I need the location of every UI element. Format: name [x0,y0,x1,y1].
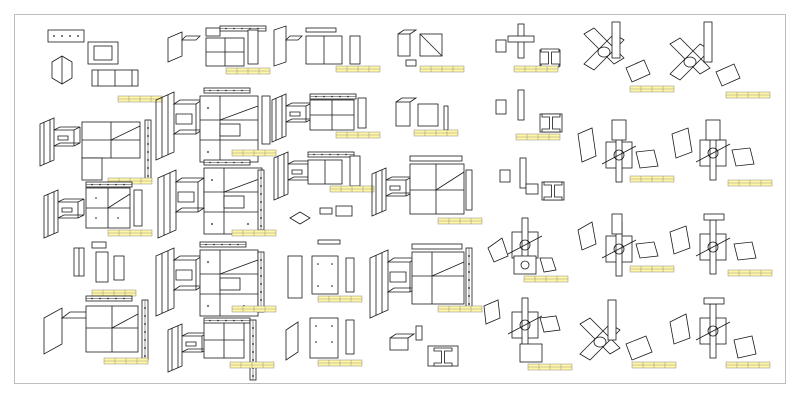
beam-column-flange-detail [39,117,153,185]
moment-connection [577,119,675,183]
pipe-node-detail [669,213,773,277]
column-web-detail [273,25,381,73]
pipe-node-detail [483,297,573,371]
pipe-node-detail [669,297,771,369]
beam-column-flange-detail [43,295,149,365]
moment-connection-large [157,159,277,239]
pipe-joint-detail [495,23,561,73]
moment-connection-large [371,155,483,225]
column-base-detail [47,29,163,103]
splice-plate-detail [285,317,363,367]
pipe-joint-detail [495,89,563,141]
moment-connection [167,317,275,381]
moment-connection [671,119,773,187]
column-web-detail [73,241,137,297]
moment-connection-large [155,241,277,317]
beam-splice-detail [167,25,271,75]
pipe-node-detail [669,21,771,99]
moment-connection-large [369,243,483,319]
pipe-node-detail [487,217,569,283]
pipe-joint-detail [397,29,465,73]
pipe-node-detail [577,213,675,277]
splice-plate-detail [287,205,363,303]
column-splice-detail [499,157,565,201]
moment-connection-large [155,87,277,163]
moment-connection [273,151,375,201]
pipe-joint-detail [395,97,459,137]
beam-column-flange-detail [43,181,153,239]
pipe-node-detail [583,21,675,93]
pipe-joint-detail [579,299,677,369]
beam-column-flange-detail [271,93,381,143]
beam-splice-detail [389,325,459,367]
